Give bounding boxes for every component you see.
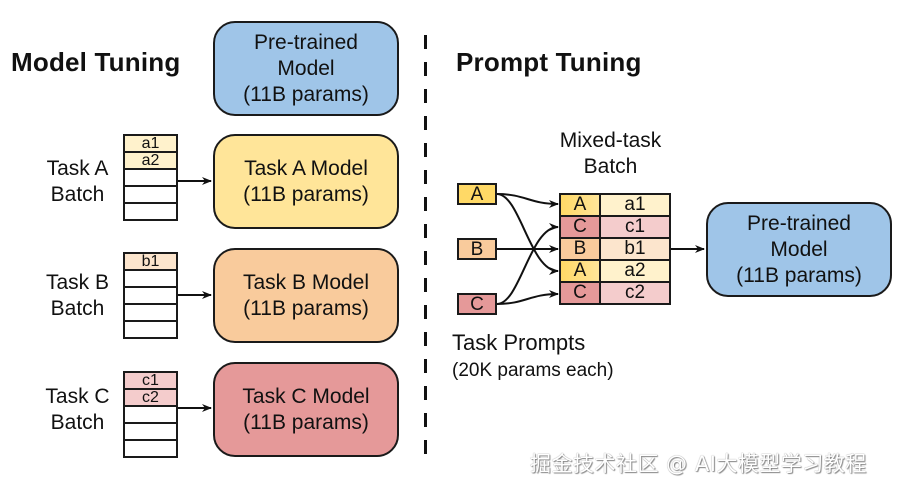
model-tuning-heading: Model Tuning xyxy=(11,47,181,77)
task-a-model-params: (11B params) xyxy=(243,182,369,206)
task-c-model-box: Task C Model (11B params) xyxy=(213,362,399,457)
row-prompt: A xyxy=(561,261,601,281)
task-c-batch-stack: c1 c2 xyxy=(123,371,178,458)
prompt-b-box: B xyxy=(457,238,497,260)
task-b-model-params: (11B params) xyxy=(243,296,369,320)
pretrained-model-box-right: Pre-trained Model (11B params) xyxy=(706,202,892,297)
task-c-model-params: (11B params) xyxy=(243,410,369,434)
batch-label: Batch xyxy=(50,183,105,206)
batch-cell xyxy=(123,320,178,339)
task-b-batch-stack: b1 xyxy=(123,252,178,339)
prompt-a-box: A xyxy=(457,183,497,205)
task-c-label: Task C xyxy=(45,385,110,408)
task-b-model-title: Task B Model xyxy=(242,270,370,294)
batch-cell xyxy=(123,422,178,439)
task-b-model-box: Task B Model (11B params) xyxy=(213,248,399,343)
batch-cell: c2 xyxy=(123,388,178,406)
task-c-model-title: Task C Model xyxy=(242,384,370,408)
row-example: c2 xyxy=(601,283,669,303)
batch-cell: c1 xyxy=(123,371,178,389)
batch-cell xyxy=(123,202,178,221)
arrow-prompt-a-row1 xyxy=(496,193,559,208)
task-prompts-caption: Task Prompts xyxy=(452,330,586,355)
batch-cell: b1 xyxy=(123,252,178,270)
row-prompt: B xyxy=(561,239,601,259)
batch-row: C c2 xyxy=(559,281,671,305)
mixed-task-title-line2: Batch xyxy=(583,155,638,178)
pretrained-line3: (11B params) xyxy=(736,263,862,287)
mixed-task-batch-title: Mixed-task Batch xyxy=(543,128,678,180)
arrow-prompt-c-row5 xyxy=(496,290,559,305)
row-example: a1 xyxy=(601,195,669,215)
task-a-batch-label: Task A Batch xyxy=(40,156,115,208)
task-prompts-params: (20K params each) xyxy=(452,360,614,381)
section-divider xyxy=(424,35,427,457)
pretrained-line1: Pre-trained xyxy=(747,211,851,235)
batch-cell xyxy=(123,168,178,185)
row-prompt: C xyxy=(561,283,601,303)
batch-cell xyxy=(123,185,178,202)
batch-cell xyxy=(123,303,178,320)
task-b-batch-label: Task B Batch xyxy=(40,270,115,322)
task-a-batch-stack: a1 a2 xyxy=(123,134,178,221)
task-b-label: Task B xyxy=(45,271,110,294)
pretrained-model-box-left: Pre-trained Model (11B params) xyxy=(213,21,399,116)
task-a-model-box: Task A Model (11B params) xyxy=(213,134,399,229)
batch-cell xyxy=(123,439,178,458)
task-a-model-title: Task A Model xyxy=(244,156,368,180)
mixed-task-title-line1: Mixed-task xyxy=(559,129,662,152)
row-example: c1 xyxy=(601,217,669,237)
pretrained-line1: Pre-trained xyxy=(254,30,358,54)
batch-row: B b1 xyxy=(559,237,671,259)
prompt-tuning-heading: Prompt Tuning xyxy=(456,47,642,77)
batch-label: Batch xyxy=(50,411,105,434)
mixed-task-batch-table: A a1 C c1 B b1 A a2 C c2 xyxy=(559,193,671,305)
batch-row: A a2 xyxy=(559,259,671,281)
task-a-label: Task A xyxy=(46,157,109,180)
pretrained-line3: (11B params) xyxy=(243,82,369,106)
arrow-prompt-c-row2 xyxy=(496,223,559,305)
batch-label: Batch xyxy=(50,297,105,320)
arrow-prompt-a-row4 xyxy=(496,193,559,275)
pretrained-line2: Model xyxy=(277,56,335,80)
prompt-c-box: C xyxy=(457,293,497,315)
task-c-batch-label: Task C Batch xyxy=(40,384,115,436)
batch-cell: a1 xyxy=(123,134,178,152)
batch-row: A a1 xyxy=(559,193,671,215)
batch-cell: a2 xyxy=(123,151,178,169)
pretrained-line2: Model xyxy=(770,237,828,261)
row-prompt: A xyxy=(561,195,601,215)
row-example: a2 xyxy=(601,261,669,281)
watermark: 掘金技术社区 @ AI大模型学习教程 xyxy=(530,452,867,476)
batch-cell xyxy=(123,269,178,286)
batch-cell xyxy=(123,405,178,422)
row-example: b1 xyxy=(601,239,669,259)
row-prompt: C xyxy=(561,217,601,237)
batch-cell xyxy=(123,286,178,303)
batch-row: C c1 xyxy=(559,215,671,237)
